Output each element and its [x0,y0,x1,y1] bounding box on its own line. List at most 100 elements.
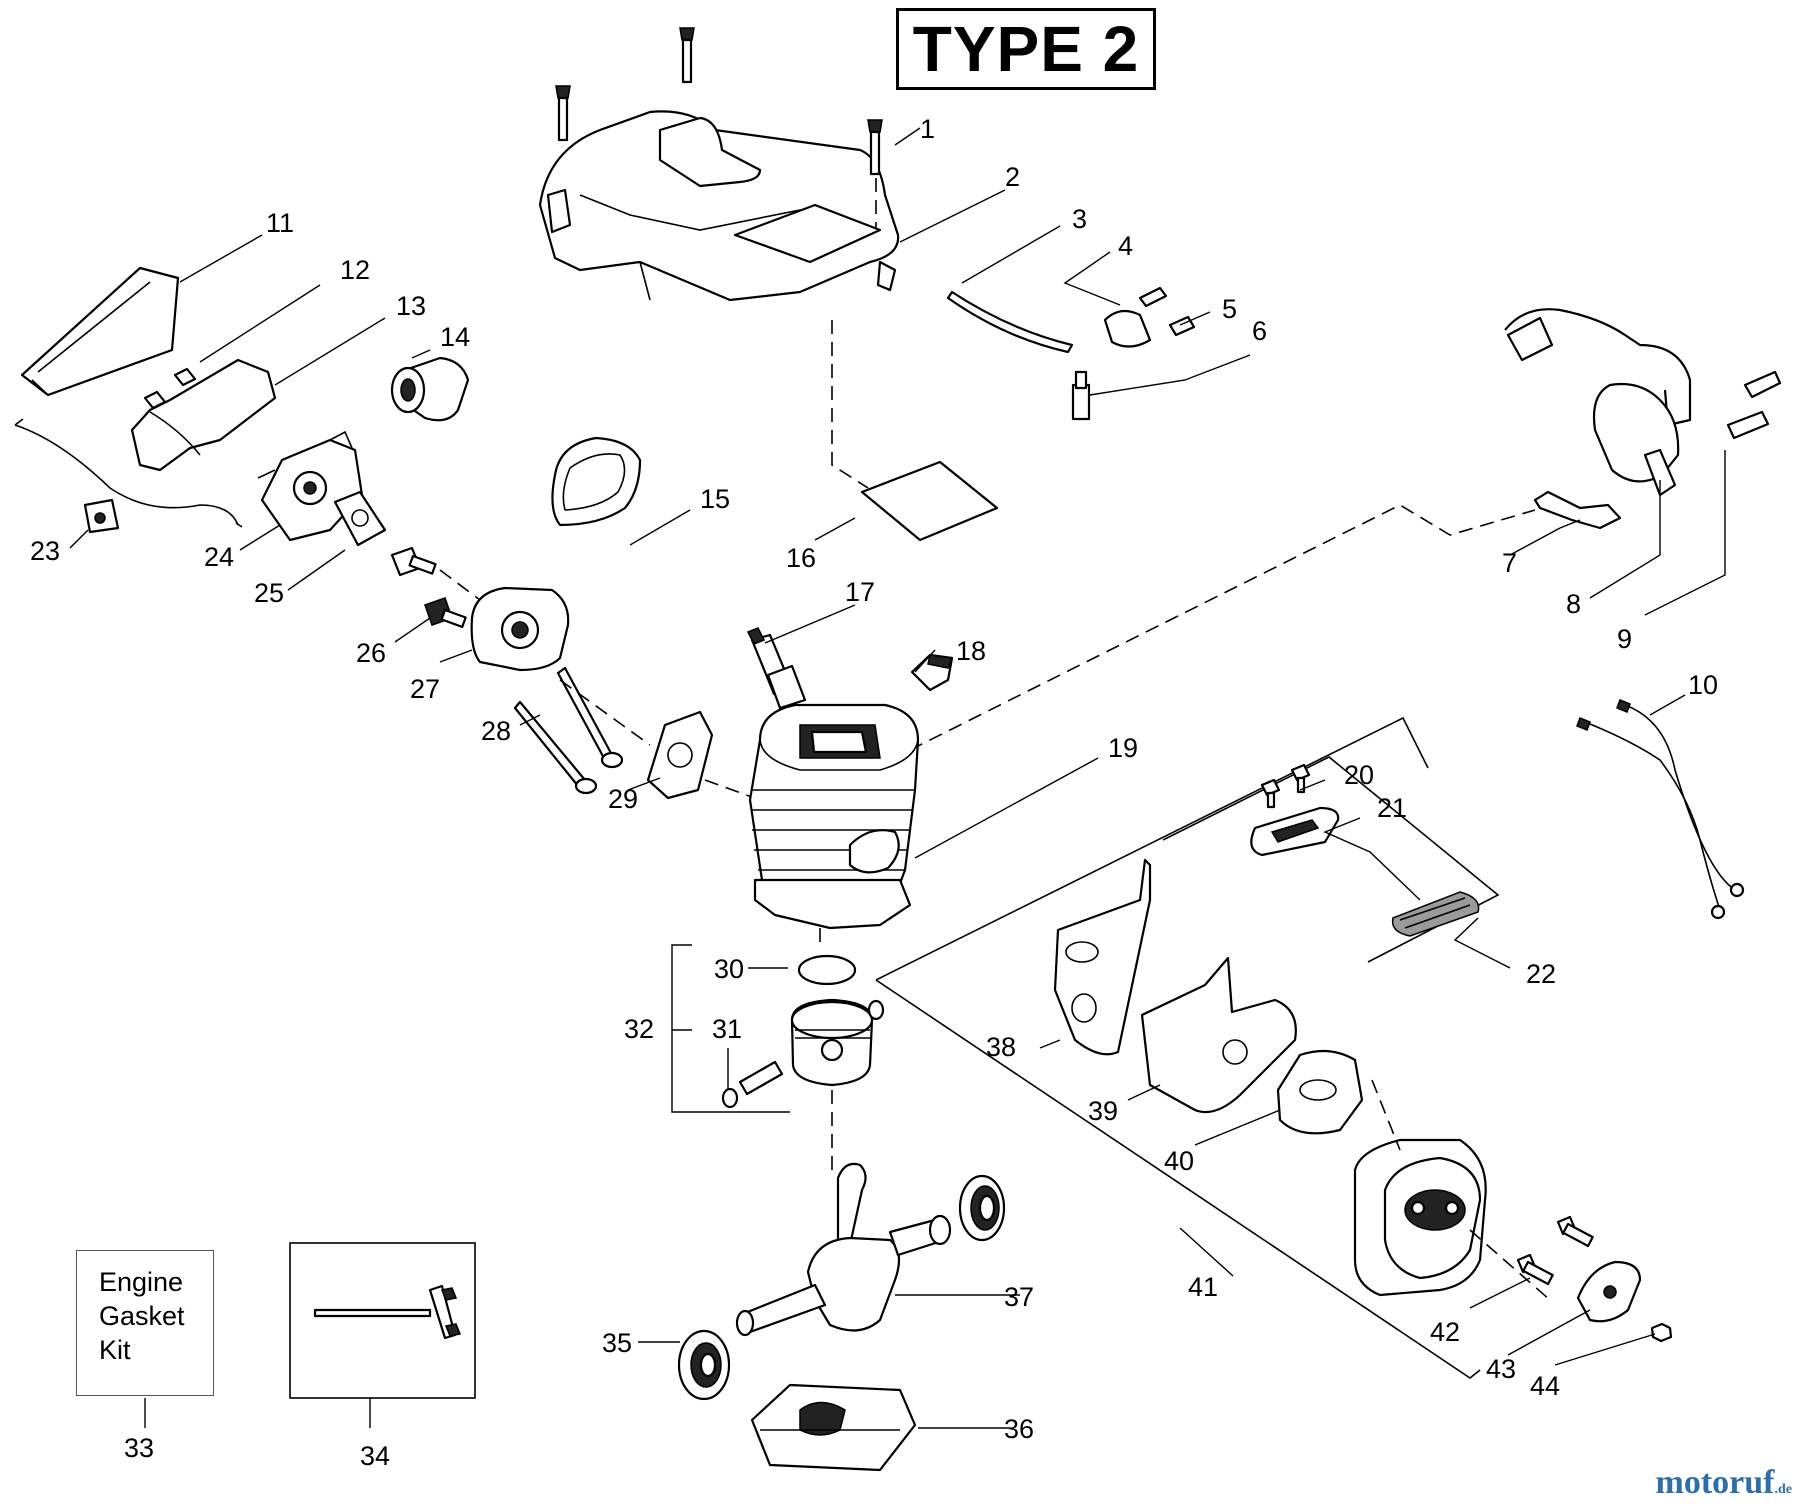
dash-line-16 [831,320,869,489]
fuel-hose [946,290,1074,354]
callout-31: 31 [712,1014,742,1044]
choke-cable [14,418,243,528]
callout-16: 16 [786,543,816,573]
callout-24: 24 [204,542,234,572]
callout-34: 34 [360,1441,390,1471]
callout-3: 3 [1072,204,1087,234]
intake-ring [551,436,642,527]
intake-elbow [390,356,470,422]
callout-20: 20 [1344,760,1374,790]
callout-32: 32 [624,1014,654,1044]
spark-screen-22 [1391,891,1480,937]
dash-line-ignition [889,504,1536,761]
callout-21: 21 [1377,793,1407,823]
muffler-plate-43 [1576,1260,1642,1323]
callout-19: 19 [1108,733,1138,763]
muffler-gasket-40 [1276,1049,1364,1135]
callout-10: 10 [1688,670,1718,700]
cylinder-cover [538,110,900,302]
intake-mount [470,586,570,672]
tool-box [289,1242,476,1399]
callout-36: 36 [1004,1414,1034,1444]
callout-33: 33 [124,1433,154,1463]
callout-30: 30 [714,954,744,984]
callout-38: 38 [986,1032,1016,1062]
nut-44 [1650,1322,1673,1343]
bearing-right [958,1174,1006,1242]
decomp-valve [910,653,954,692]
callout-9: 9 [1617,624,1632,654]
screws-42 [1516,1215,1594,1286]
carburetor [257,430,364,542]
callout-2: 2 [1005,162,1020,192]
callout-23: 23 [30,536,60,566]
callout-6: 6 [1252,316,1267,346]
filter-holder [130,358,277,472]
callout-4: 4 [1118,231,1133,261]
muffler-gasket-38 [1053,858,1152,1056]
spark-screen-frame [1162,756,1500,963]
callout-12: 12 [340,255,370,285]
combination-tool [313,1284,462,1340]
filter-sheet [860,460,999,542]
callout-13: 13 [396,291,426,321]
callout-39: 39 [1088,1096,1118,1126]
ignition-module [1504,308,1782,497]
callout-8: 8 [1566,589,1581,619]
muffler-41 [1353,1138,1487,1297]
piston [790,998,874,1087]
bolts-28 [513,666,624,795]
kit-label-line-2: Gasket [99,1301,185,1331]
watermark: motoruf.de [1656,1464,1792,1502]
crankshaft [735,1162,952,1337]
callout-15: 15 [700,484,730,514]
callout-40: 40 [1164,1146,1194,1176]
cover-screws [555,27,883,228]
screws-26 [390,546,481,629]
callout-7: 7 [1502,548,1517,578]
screen-cover-21 [1250,806,1340,857]
plug-5 [1168,315,1196,337]
piston-pin [738,1060,784,1096]
callout-14: 14 [440,322,470,352]
carburetor-gasket [333,490,387,547]
spark-plug [746,627,807,710]
callout-37: 37 [1004,1282,1034,1312]
type-title: TYPE 2 [912,13,1140,85]
callout-22: 22 [1526,959,1556,989]
callout-26: 26 [356,638,386,668]
callout-44: 44 [1530,1371,1560,1401]
callout-1: 1 [920,114,935,144]
cylinder-gasket-29 [646,710,714,800]
piston-bracket [671,944,790,1113]
callout-41: 41 [1188,1272,1218,1302]
crankcase-36 [750,1383,917,1472]
callout-42: 42 [1430,1317,1460,1347]
kit-label-line-1: Engine [99,1267,184,1297]
heat-shield-39 [1140,956,1297,1114]
valve-4 [1103,286,1168,348]
callout-28: 28 [481,716,511,746]
screws-20 [1260,763,1311,809]
circlips [721,999,885,1109]
callout-43: 43 [1486,1354,1516,1384]
leader-lines [69,127,1726,1429]
bearing-35 [677,1329,731,1401]
callout-numbers: 1 2 3 4 5 6 7 8 9 10 11 12 13 14 15 16 1… [30,114,1718,1471]
callout-18: 18 [956,636,986,666]
air-filter [20,266,180,397]
muffler-frame [875,716,1481,1379]
piston-ring [797,954,857,986]
callout-35: 35 [602,1328,632,1358]
bracket-7 [1533,490,1622,530]
cylinder [748,703,920,930]
callout-11: 11 [266,208,294,238]
callout-29: 29 [608,784,638,814]
engine-gasket-kit-box: Engine Gasket Kit [76,1250,214,1396]
bushing-6 [1071,370,1091,421]
kit-label-line-3: Kit [99,1335,131,1365]
dash-line-muffler [1371,1079,1551,1301]
callout-27: 27 [410,674,440,704]
watermark-text: motoruf [1655,1464,1775,1501]
